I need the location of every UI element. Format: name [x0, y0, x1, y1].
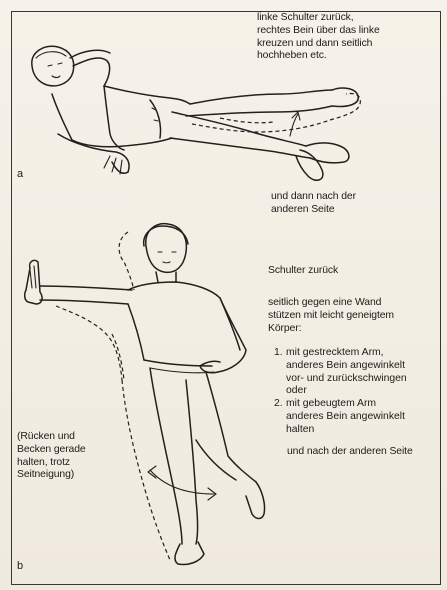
side-note-line: halten, trotz	[17, 457, 86, 470]
intro-b-line: seitlich gegen eine Wand	[268, 297, 394, 310]
intro-b-line: stützen mit leicht geneigtem	[268, 310, 394, 323]
side-note-line: Seitneigung)	[17, 469, 86, 482]
heading-b: Schulter zurück	[268, 265, 338, 278]
figure-label-a: a	[17, 168, 23, 180]
instruction-a-line: linke Schulter zurück,	[257, 12, 380, 25]
option-text: mit gestrecktem Arm, anderes Bein angewi…	[286, 347, 407, 398]
side-note-b: (Rücken und Becken gerade halten, trotz …	[17, 431, 86, 482]
instruction-a-line: rechtes Bein über das linke	[257, 25, 380, 38]
instruction-a-line: hochheben etc.	[257, 50, 380, 63]
followup-a: und dann nach der anderen Seite	[271, 191, 356, 217]
side-note-line: Becken gerade	[17, 444, 86, 457]
option-item: 1. mit gestrecktem Arm, anderes Bein ang…	[274, 347, 407, 398]
instruction-a-line: kreuzen und dann seitlich	[257, 38, 380, 51]
followup-a-line: und dann nach der	[271, 191, 356, 204]
side-note-line: (Rücken und	[17, 431, 86, 444]
option-item: 2. mit gebeugtem Arm anderes Bein angewi…	[274, 398, 407, 436]
options-list: 1. mit gestrecktem Arm, anderes Bein ang…	[274, 347, 407, 437]
followup-a-line: anderen Seite	[271, 204, 356, 217]
instruction-a: linke Schulter zurück, rechtes Bein über…	[257, 12, 380, 63]
figure-label-b: b	[17, 560, 23, 572]
option-number: 1.	[274, 347, 286, 398]
intro-b: seitlich gegen eine Wand stützen mit lei…	[268, 297, 394, 335]
intro-b-line: Körper:	[268, 323, 394, 336]
option-number: 2.	[274, 398, 286, 436]
closing-b: und nach der anderen Seite	[287, 446, 413, 459]
option-text: mit gebeugtem Arm anderes Bein angewinke…	[286, 398, 405, 436]
